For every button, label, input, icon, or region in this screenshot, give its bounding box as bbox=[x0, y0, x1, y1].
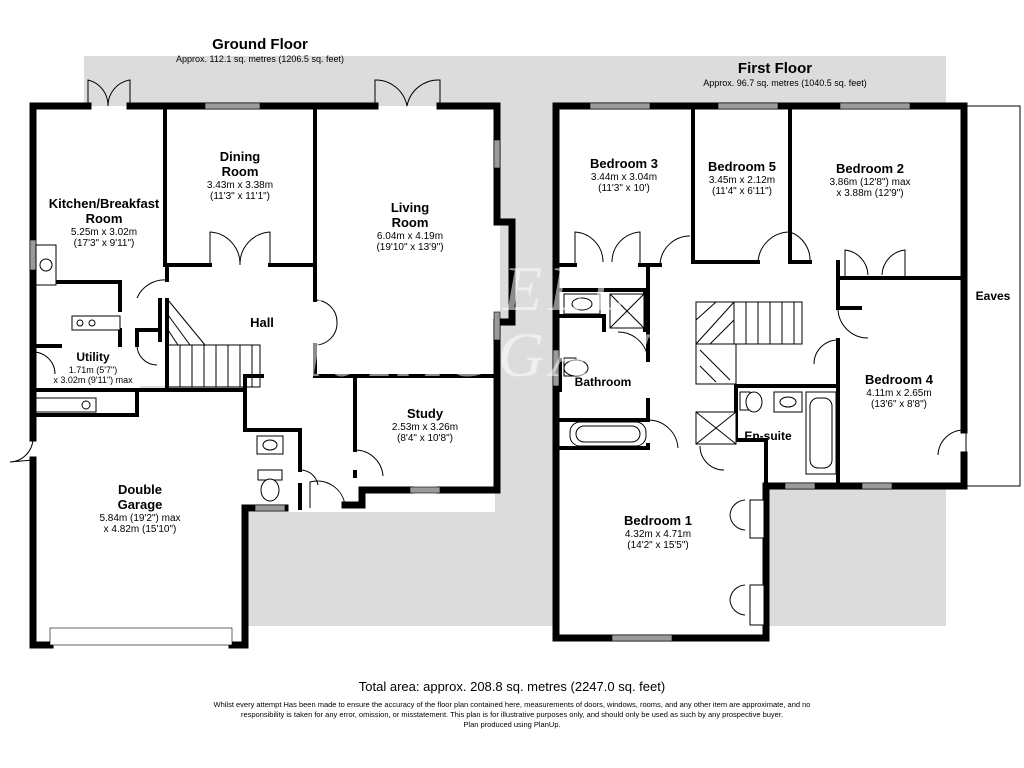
total-area: Total area: approx. 208.8 sq. metres (22… bbox=[358, 679, 666, 694]
first-floor-walls bbox=[552, 102, 968, 642]
disclaimer: Whilst every attempt Has been made to en… bbox=[150, 700, 874, 729]
bedroom3-name: Bedroom 3 bbox=[590, 156, 658, 171]
ground-doors bbox=[9, 79, 441, 508]
utility-dims: 1.71m (5'7") bbox=[68, 364, 118, 375]
hall-label: Hall bbox=[250, 315, 274, 330]
living-name-1: Living bbox=[390, 200, 430, 215]
living-dims-imperial: (19'10" x 13'9") bbox=[376, 242, 444, 254]
bedroom4-name: Bedroom 4 bbox=[865, 372, 933, 387]
disclaimer-line-2: responsibility is taken for any error, o… bbox=[240, 709, 784, 719]
dining-name-2: Room bbox=[221, 163, 259, 179]
kitchen-dims-imperial: (17'3" x 9'11") bbox=[73, 238, 135, 250]
ground-fixtures bbox=[35, 244, 284, 502]
ground-floor-title: Ground Floor bbox=[212, 36, 308, 53]
study-dims: 2.53m x 3.26m bbox=[391, 421, 459, 433]
bedroom4-dims: 4.11m x 2.65m bbox=[866, 387, 932, 399]
dining-dims: 3.43m x 3.38m bbox=[206, 179, 274, 191]
study-dims-imperial: (8'4" x 10'8") bbox=[397, 433, 453, 445]
bedroom4-label: Bedroom 4 4.11m x 2.65m (13'6" x 8'8") bbox=[840, 372, 958, 411]
bedroom1-label: Bedroom 1 4.32m x 4.71m (14'2" x 15'5") bbox=[596, 513, 720, 552]
garage-dims: 5.84m (19'2") max bbox=[99, 512, 181, 524]
utility-label: Utility 1.71m (5'7") x 3.02m (9'11") max bbox=[38, 350, 148, 386]
kitchen-name-1: Kitchen/Breakfast bbox=[48, 196, 160, 211]
bedroom3-dims-imperial: (11'3" x 10') bbox=[598, 183, 650, 195]
ground-stairs bbox=[167, 299, 261, 388]
bedroom2-dims: 3.86m (12'8") max bbox=[829, 176, 911, 188]
kitchen-dims: 5.25m x 3.02m bbox=[70, 226, 138, 238]
first-floor-area: Approx. 96.7 sq. metres (1040.5 sq. feet… bbox=[703, 78, 867, 88]
bedroom3-dims: 3.44m x 3.04m bbox=[590, 171, 658, 183]
first-fixtures bbox=[563, 293, 837, 626]
bedroom1-name: Bedroom 1 bbox=[624, 513, 692, 528]
kitchen-name-2: Room bbox=[85, 210, 123, 226]
bedroom4-dims-imperial: (13'6" x 8'8") bbox=[871, 399, 927, 411]
utility-name: Utility bbox=[76, 350, 110, 364]
bedroom3-label: Bedroom 3 3.44m x 3.04m (11'3" x 10') bbox=[568, 156, 680, 195]
dining-label: Dining Room 3.43m x 3.38m (11'3" x 11'1"… bbox=[175, 149, 305, 203]
bedroom5-dims-imperial: (11'4" x 6'11") bbox=[711, 186, 773, 198]
garage-name-2: Garage bbox=[117, 496, 163, 512]
study-label: Study 2.53m x 3.26m (8'4" x 10'8") bbox=[365, 406, 485, 445]
dining-dims-imperial: (11'3" x 11'1") bbox=[209, 191, 271, 203]
first-doors bbox=[574, 231, 965, 616]
ground-floor-area: Approx. 112.1 sq. metres (1206.5 sq. fee… bbox=[176, 54, 344, 64]
watermark-line-2: McTAGGART bbox=[270, 319, 682, 390]
bedroom5-name: Bedroom 5 bbox=[708, 159, 776, 174]
bedroom1-dims: 4.32m x 4.71m bbox=[624, 528, 692, 540]
bedroom2-dims-imperial: x 3.88m (12'9") bbox=[836, 188, 904, 200]
ensuite-label: En-suite bbox=[744, 429, 792, 443]
living-name-2: Room bbox=[391, 214, 429, 230]
watermark-line-1: MANSELL bbox=[312, 253, 632, 324]
disclaimer-line-3: Plan produced using PlanUp. bbox=[463, 719, 561, 729]
first-floor-title: First Floor bbox=[737, 60, 813, 77]
garage-dims-imperial: x 4.82m (15'10") bbox=[103, 524, 177, 536]
living-label: Living Room 6.04m x 4.19m (19'10" x 13'9… bbox=[340, 200, 480, 254]
first-stairs bbox=[695, 301, 803, 385]
first-windows bbox=[552, 102, 911, 642]
garage-label: Double Garage 5.84m (19'2") max x 4.82m … bbox=[70, 482, 210, 536]
bedroom2-label: Bedroom 2 3.86m (12'8") max x 3.88m (12'… bbox=[810, 161, 930, 200]
eaves-frame bbox=[965, 105, 1021, 487]
kitchen-label: Kitchen/Breakfast Room 5.25m x 3.02m (17… bbox=[30, 196, 178, 250]
study-name: Study bbox=[406, 406, 444, 421]
dining-name-1: Dining bbox=[219, 149, 261, 164]
garage-name-1: Double bbox=[117, 482, 163, 497]
bedroom5-label: Bedroom 5 3.45m x 2.12m (11'4" x 6'11") bbox=[694, 159, 790, 198]
bedroom1-dims-imperial: (14'2" x 15'5") bbox=[627, 540, 689, 552]
bathroom-label: Bathroom bbox=[574, 375, 632, 389]
living-dims: 6.04m x 4.19m bbox=[376, 230, 444, 242]
eaves-label: Eaves bbox=[975, 289, 1011, 303]
utility-dims-imperial: x 3.02m (9'11") max bbox=[53, 375, 133, 386]
ground-windows bbox=[29, 102, 501, 646]
disclaimer-line-1: Whilst every attempt Has been made to en… bbox=[213, 700, 811, 709]
bedroom2-name: Bedroom 2 bbox=[836, 161, 904, 176]
bedroom5-dims: 3.45m x 2.12m bbox=[708, 174, 776, 186]
